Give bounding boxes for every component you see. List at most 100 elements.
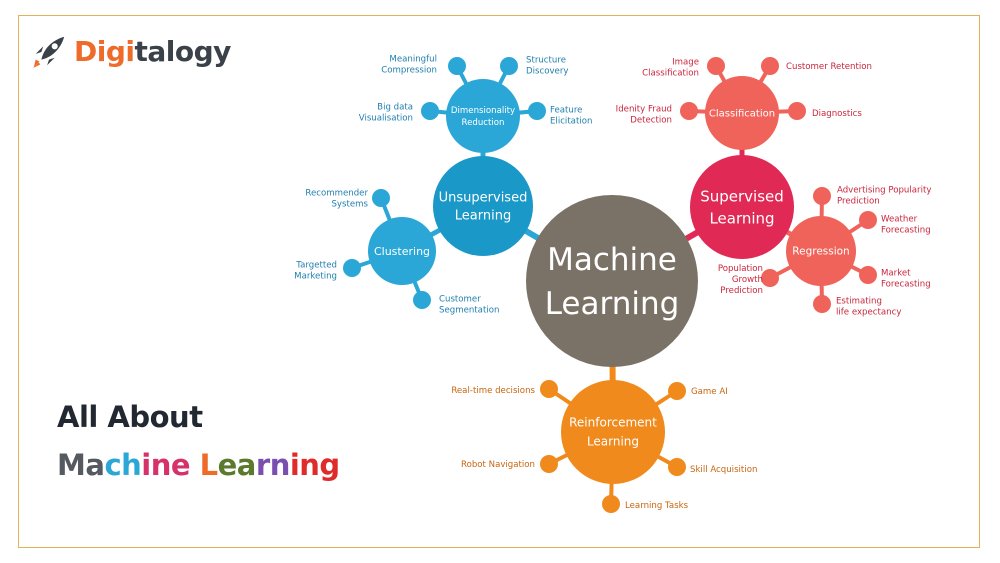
leaf-label-line: Advertising Popularity bbox=[837, 185, 931, 195]
leaf-dot bbox=[707, 57, 725, 75]
leaf-dot bbox=[500, 57, 518, 75]
leaf-label-line: Feature bbox=[550, 105, 582, 115]
regression-label: Regression bbox=[792, 246, 849, 258]
subheading-segment: Ma bbox=[57, 448, 105, 482]
clustering-label-line: Clustering bbox=[374, 245, 430, 258]
leaf-label: Robot Navigation bbox=[461, 460, 535, 470]
leaf-dot bbox=[859, 266, 877, 284]
leaf-dot bbox=[540, 455, 558, 473]
leaf-dot bbox=[343, 259, 361, 277]
subheading-segment: ea bbox=[217, 448, 257, 482]
leaf-label-line: Customer Retention bbox=[786, 62, 872, 72]
leaf-label-line: Marketing bbox=[294, 272, 337, 282]
classification-label-line: Classification bbox=[709, 109, 775, 120]
leaf-label: Game AI bbox=[691, 387, 728, 397]
leaf-dot bbox=[540, 380, 558, 398]
leaf-dot bbox=[680, 102, 698, 120]
page-subheading: Machine Learning bbox=[57, 448, 340, 482]
leaf-dot bbox=[788, 102, 806, 120]
clustering-node bbox=[368, 217, 436, 285]
leaf-label-line: Prediction bbox=[837, 197, 880, 207]
unsupervised-node bbox=[433, 156, 533, 256]
leaf-label-line: Growth bbox=[732, 275, 763, 285]
classification-label: Classification bbox=[709, 109, 775, 120]
leaf-label-line: Structure bbox=[526, 55, 566, 65]
leaf-label-line: Visualisation bbox=[359, 114, 413, 124]
subheading-segment: rn bbox=[255, 448, 290, 482]
leaf-dot bbox=[668, 458, 686, 476]
leaf-label-line: Learning Tasks bbox=[625, 501, 689, 511]
leaf-dot bbox=[602, 495, 620, 513]
leaf-label: Learning Tasks bbox=[625, 501, 689, 511]
classification-node bbox=[705, 76, 779, 150]
leaf-label-line: Population bbox=[718, 264, 763, 274]
leaf-dot bbox=[761, 57, 779, 75]
leaf-dot bbox=[813, 187, 831, 205]
unsupervised-label-line: Learning bbox=[455, 209, 511, 224]
brand-name-part1: Digi bbox=[74, 35, 135, 68]
brand-name-part2: talogy bbox=[134, 35, 231, 68]
leaf-label-line: Recommender bbox=[305, 188, 368, 198]
leaf-label-line: Weather bbox=[881, 214, 918, 224]
leaf-dot bbox=[413, 291, 431, 309]
leaf-label-line: Real-time decisions bbox=[451, 386, 535, 396]
brand-logo[interactable]: Digitalogy bbox=[30, 32, 231, 72]
leaf-dot bbox=[372, 189, 390, 207]
supervised-label-line: Learning bbox=[709, 209, 774, 227]
leaf-label-line: Market bbox=[881, 268, 911, 278]
leaf-label-line: Systems bbox=[331, 200, 368, 210]
subheading-segment: L bbox=[199, 448, 218, 482]
leaf-label-line: Image bbox=[672, 57, 699, 67]
leaf-label-line: Targetted bbox=[295, 260, 337, 270]
supervised-node bbox=[690, 155, 794, 259]
leaf-dot bbox=[813, 295, 831, 313]
leaf-dot bbox=[668, 382, 686, 400]
page-heading: All About bbox=[57, 400, 203, 434]
leaf-label-line: Segmentation bbox=[439, 306, 499, 316]
leaf-label: Diagnostics bbox=[812, 109, 862, 119]
machine-learning-node bbox=[526, 195, 698, 367]
leaf-dot bbox=[761, 269, 779, 287]
brand-name: Digitalogy bbox=[74, 38, 231, 66]
leaf-label: Real-time decisions bbox=[451, 386, 535, 396]
center-label-line: Learning bbox=[545, 286, 680, 322]
leaf-label-line: Prediction bbox=[720, 286, 763, 296]
leaf-label-line: life expectancy bbox=[836, 308, 901, 318]
leaf-label-line: Compression bbox=[381, 66, 437, 76]
subheading-segment: ine bbox=[141, 448, 191, 482]
regression-label-line: Regression bbox=[792, 246, 849, 258]
leaf-dot bbox=[859, 211, 877, 229]
rocket-icon bbox=[32, 36, 65, 69]
center-label-line: Machine bbox=[547, 242, 677, 278]
leaf-label-line: Classification bbox=[642, 69, 699, 79]
leaf-label: Customer Retention bbox=[786, 62, 872, 72]
reinforcement-label-line: Reinforcement bbox=[569, 416, 657, 430]
leaf-dot bbox=[421, 102, 439, 120]
subheading-segment: ing bbox=[289, 448, 340, 482]
subheading-segment: ch bbox=[104, 448, 142, 482]
leaf-label-line: Discovery bbox=[526, 67, 568, 77]
leaf-label-line: Robot Navigation bbox=[461, 460, 535, 470]
leaf-label-line: Forecasting bbox=[881, 280, 931, 290]
reinforcement-node bbox=[561, 380, 665, 484]
dimensionality-node bbox=[446, 79, 520, 153]
supervised-label-line: Supervised bbox=[700, 187, 784, 205]
clustering-label: Clustering bbox=[374, 245, 430, 258]
leaf-label-line: Skill Acquisition bbox=[690, 465, 757, 475]
